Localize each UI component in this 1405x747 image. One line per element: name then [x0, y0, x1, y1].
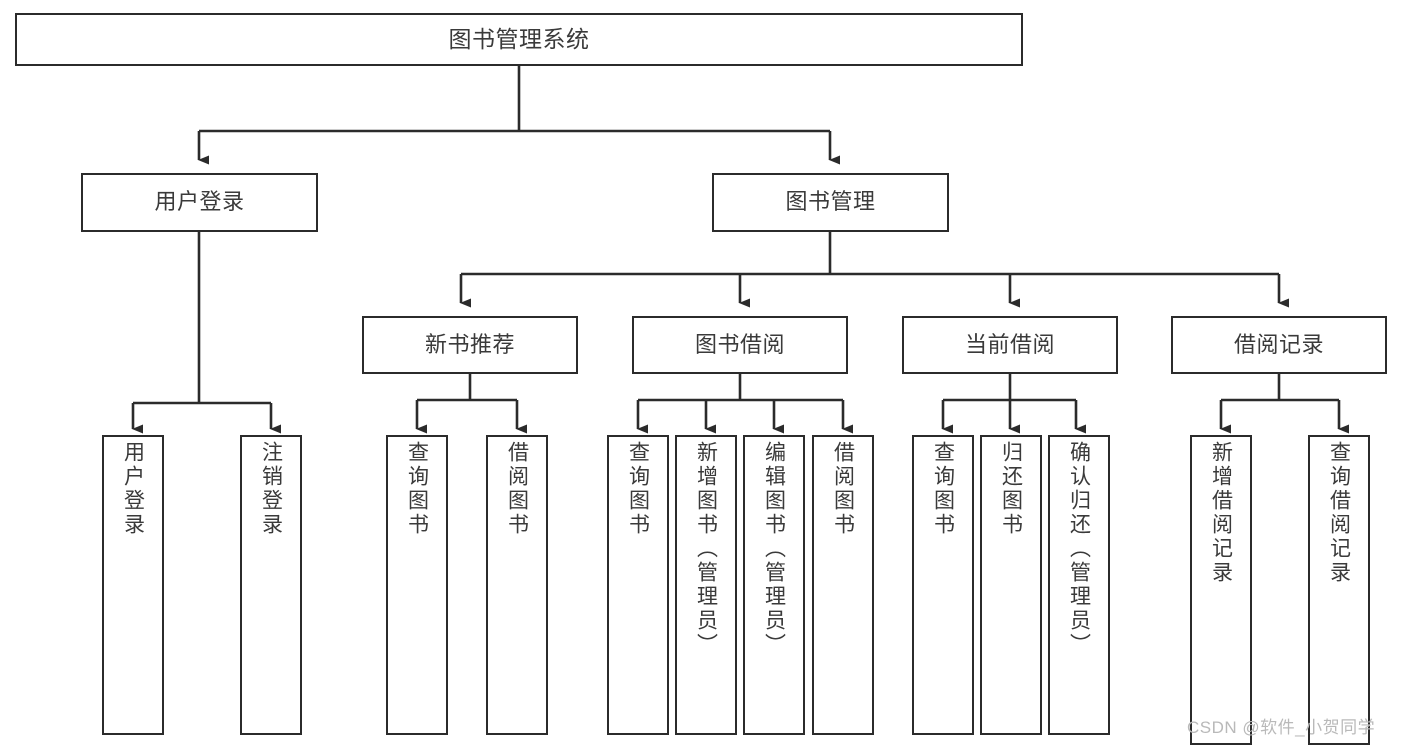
node-label: 查询图书	[405, 441, 429, 537]
node-book-management[interactable]: 图书管理	[712, 173, 949, 232]
node-label: 查询图书	[626, 441, 650, 537]
leaf-query-borrow-record[interactable]: 查询借阅记录	[1308, 435, 1370, 745]
node-new-book-recommendation[interactable]: 新书推荐	[362, 316, 578, 374]
leaf-add-borrow-record[interactable]: 新增借阅记录	[1190, 435, 1252, 745]
node-label: 编辑图书（管理员）	[762, 441, 786, 657]
node-current-borrowing[interactable]: 当前借阅	[902, 316, 1118, 374]
node-label: 图书借阅	[694, 331, 785, 357]
leaf-query-book-borrow[interactable]: 查询图书	[607, 435, 669, 735]
leaf-user-login[interactable]: 用户登录	[102, 435, 164, 735]
leaf-borrow-book-recommend[interactable]: 借阅图书	[486, 435, 548, 735]
node-label: 确认归还（管理员）	[1067, 441, 1091, 657]
node-label: 新增图书（管理员）	[694, 441, 718, 657]
leaf-logout[interactable]: 注销登录	[240, 435, 302, 735]
node-borrowing-records[interactable]: 借阅记录	[1171, 316, 1387, 374]
node-label: 图书管理	[785, 189, 876, 215]
node-label: 借阅图书	[505, 441, 529, 537]
leaf-confirm-return-admin[interactable]: 确认归还（管理员）	[1048, 435, 1110, 735]
node-label: 注销登录	[259, 441, 283, 537]
node-root-book-management-system[interactable]: 图书管理系统	[15, 13, 1023, 66]
leaf-return-book[interactable]: 归还图书	[980, 435, 1042, 735]
csdn-watermark: CSDN @软件_小贺同学	[1187, 718, 1376, 737]
node-label: 用户登录	[121, 441, 145, 537]
leaf-borrow-book[interactable]: 借阅图书	[812, 435, 874, 735]
leaf-query-book-recommend[interactable]: 查询图书	[386, 435, 448, 735]
leaf-edit-book-admin[interactable]: 编辑图书（管理员）	[743, 435, 805, 735]
node-label: 当前借阅	[964, 331, 1055, 357]
node-label: 用户登录	[154, 189, 245, 215]
node-label: 借阅图书	[831, 441, 855, 537]
node-label: 归还图书	[999, 441, 1023, 537]
leaf-add-book-admin[interactable]: 新增图书（管理员）	[675, 435, 737, 735]
node-book-borrowing[interactable]: 图书借阅	[632, 316, 848, 374]
node-user-login[interactable]: 用户登录	[81, 173, 318, 232]
node-label: 查询图书	[931, 441, 955, 537]
node-label: 新书推荐	[424, 331, 515, 357]
node-label: 新增借阅记录	[1209, 441, 1233, 585]
node-label: 图书管理系统	[448, 25, 590, 52]
node-label: 查询借阅记录	[1327, 441, 1351, 585]
node-label: 借阅记录	[1233, 331, 1324, 357]
leaf-query-book-current[interactable]: 查询图书	[912, 435, 974, 735]
